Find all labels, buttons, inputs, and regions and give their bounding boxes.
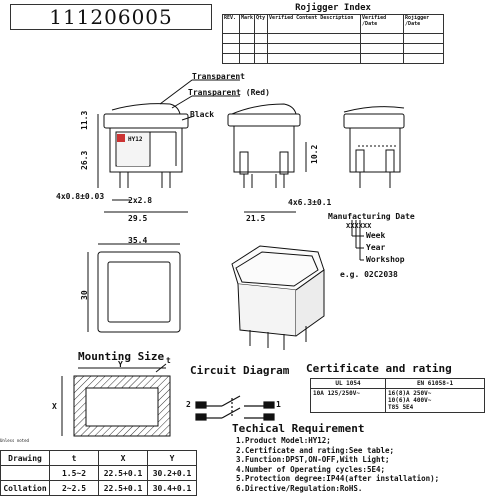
- dim-26-3: 26.3: [80, 150, 89, 170]
- manufacturing-date-title: Manufacturing Date: [328, 212, 415, 221]
- cell-y: Y: [147, 450, 197, 466]
- dim-lead-width: 2x2.8: [128, 196, 153, 205]
- collation-label: Collation: [0, 480, 50, 496]
- date-example: e.g. 02C2038: [340, 270, 398, 279]
- table-row: 1.5~2 22.5+0.1 30.2+0.1: [0, 465, 197, 481]
- drawing-label: Drawing: [0, 450, 50, 466]
- revision-index-title: Rojigger Index: [295, 3, 371, 13]
- cell-t: 2~2.5: [49, 480, 99, 496]
- dim-11-3: 11.3: [80, 110, 89, 130]
- revision-table: REV. Mark Qty Verified Content Descripti…: [222, 14, 444, 64]
- circuit-diagram-title: Circuit Diagram: [190, 364, 290, 377]
- dim-21-5: 21.5: [246, 214, 266, 223]
- rojigger-col: Rojigger /Date: [403, 14, 444, 34]
- list-item: 3.Function:DPST,ON-OFF,With Light;: [236, 455, 390, 465]
- en-ratings: 16(8)A 250V~ 10(6)A 400V~ T85 5E4: [385, 388, 485, 413]
- circuit-pin-1: 1: [276, 400, 281, 409]
- table-row: Collation 2~2.5 22.5+0.1 30.4+0.1: [0, 480, 197, 496]
- list-item: 4.Number of Operating cycles:5E4;: [236, 464, 386, 474]
- black-label: Black: [190, 110, 215, 119]
- blank-label: [0, 465, 50, 481]
- dim-lead-thickness: 4x0.8±0.03: [56, 192, 105, 201]
- dim-35-4: 35.4: [128, 236, 148, 245]
- circuit-diagram: [195, 395, 275, 421]
- revision-header-row: REV. Mark Qty Verified Content Descripti…: [222, 14, 444, 34]
- mounting-x-label: X: [52, 402, 57, 411]
- list-item: 1.Product Model:HY12;: [236, 436, 331, 445]
- part-number: 111206005: [10, 4, 212, 30]
- en-rating: 10(6)A 400V~: [388, 397, 432, 404]
- revision-row: [222, 53, 444, 64]
- dim-29-5: 29.5: [128, 214, 148, 223]
- technical-list: 1.Product Model:HY12; 2.Certificate and …: [236, 436, 439, 494]
- mounting-t-label: t: [166, 356, 171, 365]
- cell-t: t: [49, 450, 99, 466]
- drawing-table: Drawing t X Y 1.5~2 22.5+0.1 30.2+0.1 Co…: [0, 450, 197, 496]
- ul-header: UL 1054: [310, 378, 386, 389]
- list-item: 2.Certificate and rating:See table;: [236, 445, 395, 455]
- date-code: XXXXXX: [346, 222, 372, 230]
- unless-noted: Unless noted: [0, 438, 29, 443]
- dim-30: 30: [80, 290, 89, 300]
- technical-title: Techical Requirement: [232, 422, 365, 435]
- cell-x: X: [98, 450, 148, 466]
- en-rating: 16(8)A 250V~: [388, 390, 432, 397]
- date-workshop-label: Workshop: [366, 255, 405, 264]
- mounting-diagram: [61, 363, 171, 437]
- date-week-label: Week: [366, 231, 386, 240]
- en-header: EN 61058-1: [385, 378, 485, 389]
- front-view: [87, 243, 181, 333]
- mounting-y-label: Y: [118, 360, 123, 369]
- ul-rating: 10A 125/250V~: [310, 388, 386, 413]
- right-side-view: [343, 106, 405, 261]
- cell-y: 30.4+0.1: [147, 480, 197, 496]
- cell-t: 1.5~2: [49, 465, 99, 481]
- middle-side-view: [227, 103, 307, 213]
- dim-lead-pitch: 4x6.3±0.1: [288, 198, 332, 207]
- cell-x: 22.5+0.1: [98, 465, 148, 481]
- cell-y: 30.2+0.1: [147, 465, 197, 481]
- list-item: 6.Directive/Regulation:RoHS.: [236, 483, 363, 493]
- switch-marking: HY12: [128, 136, 143, 143]
- en-rating: T85 5E4: [388, 404, 414, 411]
- switch-face-detail: [117, 133, 149, 166]
- list-item: 5.Protection degree:IP44(after installat…: [236, 474, 440, 484]
- cell-x: 22.5+0.1: [98, 480, 148, 496]
- mounting-size-title: Mounting Size: [78, 350, 165, 363]
- circuit-pin-2: 2: [186, 400, 191, 409]
- certificate-title: Certificate and rating: [306, 362, 452, 375]
- table-row: Drawing t X Y: [0, 450, 197, 466]
- certificate-table: UL 1054 EN 61058-1 10A 125/250V~ 16(8)A …: [310, 378, 485, 413]
- certificate-header-row: UL 1054 EN 61058-1: [310, 378, 485, 389]
- revision-index: Rojigger Index REV. Mark Qty Verified Co…: [222, 2, 444, 64]
- certificate-value-row: 10A 125/250V~ 16(8)A 250V~ 10(6)A 400V~ …: [310, 388, 485, 413]
- isometric-view: [231, 245, 325, 350]
- dim-10-2: 10.2: [310, 144, 319, 164]
- transparent-red-label: Transparent (Red): [188, 88, 270, 97]
- transparent-label: Transparent: [192, 72, 245, 81]
- date-year-label: Year: [366, 243, 386, 252]
